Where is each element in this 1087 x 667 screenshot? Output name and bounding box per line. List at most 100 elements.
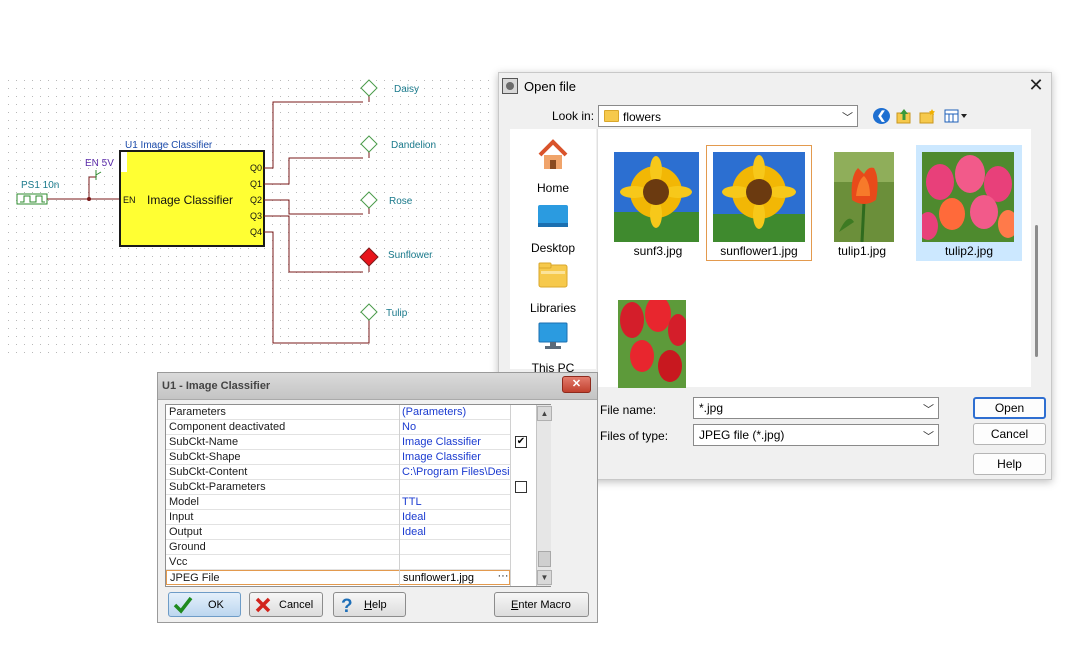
help-label: Help: [364, 599, 387, 611]
file-type-select[interactable]: JPEG file (*.jpg) ﹀: [693, 424, 939, 446]
property-row[interactable]: Parameters (Parameters): [166, 405, 510, 420]
file-type-label: Files of type:: [600, 429, 669, 443]
open-file-dialog: Open file ✕ Look in: flowers ﹀ ❮: [498, 72, 1052, 480]
component-properties-dialog: U1 - Image Classifier ✕ Parameters (Para…: [157, 372, 598, 623]
help-button[interactable]: ? Help: [333, 592, 406, 617]
probe-daisy[interactable]: [360, 79, 378, 97]
subckt-name-checkbox[interactable]: ✔: [515, 436, 527, 448]
property-row[interactable]: Input Ideal: [166, 510, 510, 525]
chevron-down-icon: ﹀: [923, 431, 934, 443]
property-value[interactable]: Ideal: [402, 511, 426, 523]
file-type-value: JPEG file (*.jpg): [699, 428, 785, 442]
probe-sunflower[interactable]: [359, 247, 379, 267]
tulip-thumbnail: [834, 152, 894, 242]
ok-button[interactable]: OK: [168, 592, 241, 617]
probe-tulip[interactable]: [360, 303, 378, 321]
scroll-up-icon[interactable]: ▲: [537, 406, 552, 421]
file-item-selected[interactable]: tulip2.jpg: [916, 145, 1022, 261]
checkmark-icon: [173, 596, 193, 614]
new-folder-icon[interactable]: [919, 108, 936, 124]
help-button[interactable]: Help: [973, 453, 1046, 475]
title-bar[interactable]: Open file ✕: [499, 73, 1051, 99]
file-item[interactable]: sunf3.jpg: [605, 145, 711, 261]
file-item-focused[interactable]: sunflower1.jpg: [706, 145, 812, 261]
property-row[interactable]: SubCkt-Shape Image Classifier: [166, 450, 510, 465]
property-row-active[interactable]: JPEG File sunflower1.jpg: [166, 570, 510, 585]
property-value[interactable]: TTL: [402, 496, 422, 508]
property-value[interactable]: (Parameters): [402, 406, 467, 418]
probe-rose[interactable]: [360, 191, 378, 209]
property-row[interactable]: SubCkt-Content C:\Program Files\Desig: [166, 465, 510, 480]
probe-label-dandelion: Dandelion: [391, 140, 436, 151]
property-row[interactable]: SubCkt-Parameters: [166, 480, 510, 495]
sunflower-thumbnail: [614, 152, 699, 242]
file-name: sunf3.jpg: [633, 244, 683, 258]
property-value[interactable]: Image Classifier: [402, 436, 481, 448]
close-button[interactable]: ✕: [562, 376, 591, 393]
file-name-value: *.jpg: [699, 401, 724, 415]
open-button[interactable]: Open: [973, 397, 1046, 419]
component-title: U1 Image Classifier: [125, 140, 213, 151]
place-libraries[interactable]: Libraries: [510, 257, 596, 317]
folder-icon: [604, 110, 619, 122]
computer-icon: [538, 322, 568, 349]
look-in-value: flowers: [623, 110, 662, 124]
file-item[interactable]: [605, 295, 711, 411]
scrollbar-thumb[interactable]: [538, 551, 551, 567]
view-menu-icon[interactable]: [944, 108, 968, 124]
property-row[interactable]: Ground: [166, 540, 510, 555]
title-bar[interactable]: U1 - Image Classifier ✕: [158, 373, 597, 400]
place-home[interactable]: Home: [510, 137, 596, 197]
schematic-canvas[interactable]: PS1 10n EN 5V U1 Image Classifier Image …: [0, 0, 500, 370]
place-label: Home: [536, 181, 569, 195]
checkbox-column: ✔: [510, 405, 534, 586]
properties-scrollbar[interactable]: ▲ ▼: [536, 405, 552, 586]
file-list-scrollbar[interactable]: [1035, 225, 1038, 357]
cancel-button[interactable]: Cancel: [249, 592, 323, 617]
enter-macro-button[interactable]: Enter Macro: [494, 592, 589, 617]
up-folder-icon[interactable]: [896, 108, 913, 124]
property-name: Parameters: [169, 406, 226, 418]
place-desktop[interactable]: Desktop: [510, 197, 596, 257]
desktop-icon: [538, 205, 568, 227]
property-name: JPEG File: [170, 572, 220, 584]
jpeg-file-input[interactable]: sunflower1.jpg: [403, 572, 474, 584]
file-list[interactable]: sunf3.jpg sunflower1.jpg: [597, 129, 1031, 388]
property-row[interactable]: SubCkt-Name Image Classifier: [166, 435, 510, 450]
pin-q3-label: Q3: [250, 211, 262, 221]
property-value[interactable]: Ideal: [402, 526, 426, 538]
property-row[interactable]: Model TTL: [166, 495, 510, 510]
look-in-label: Look in:: [552, 109, 595, 123]
property-name: SubCkt-Name: [169, 436, 239, 448]
back-arrow-icon[interactable]: ❮: [873, 108, 890, 124]
property-row[interactable]: Component deactivated No: [166, 420, 510, 435]
image-classifier-block[interactable]: [119, 150, 265, 247]
file-name-combobox[interactable]: *.jpg ﹀: [693, 397, 939, 419]
file-item[interactable]: tulip1.jpg: [809, 145, 915, 261]
question-mark-icon: ?: [341, 596, 353, 615]
browse-ellipsis-button[interactable]: ···: [497, 570, 509, 582]
pin-q2-label: Q2: [250, 195, 262, 205]
dialog-title: U1 - Image Classifier: [162, 380, 271, 392]
cancel-button[interactable]: Cancel: [973, 423, 1046, 445]
look-in-combobox[interactable]: flowers ﹀: [598, 105, 858, 127]
property-row[interactable]: Vcc: [166, 555, 510, 570]
enable-source[interactable]: [95, 170, 102, 180]
place-label: Desktop: [530, 241, 576, 255]
property-row[interactable]: Output Ideal: [166, 525, 510, 540]
home-icon: [538, 139, 568, 169]
property-value[interactable]: Image Classifier: [402, 451, 481, 463]
property-name: Input: [169, 511, 194, 523]
property-name: Model: [169, 496, 199, 508]
property-value[interactable]: C:\Program Files\Desig: [402, 466, 510, 478]
probe-label-sunflower: Sunflower: [388, 250, 433, 261]
property-value[interactable]: No: [402, 421, 417, 433]
scroll-down-icon[interactable]: ▼: [537, 570, 552, 585]
close-button[interactable]: ✕: [1028, 75, 1044, 95]
properties-grid: Parameters (Parameters) Component deacti…: [165, 404, 552, 587]
probe-dandelion[interactable]: [360, 135, 378, 153]
place-this-pc[interactable]: This PC: [510, 317, 596, 377]
tulip-field-thumbnail: [922, 152, 1014, 242]
pulse-source[interactable]: [16, 193, 48, 205]
subckt-parameters-checkbox[interactable]: [515, 481, 527, 493]
